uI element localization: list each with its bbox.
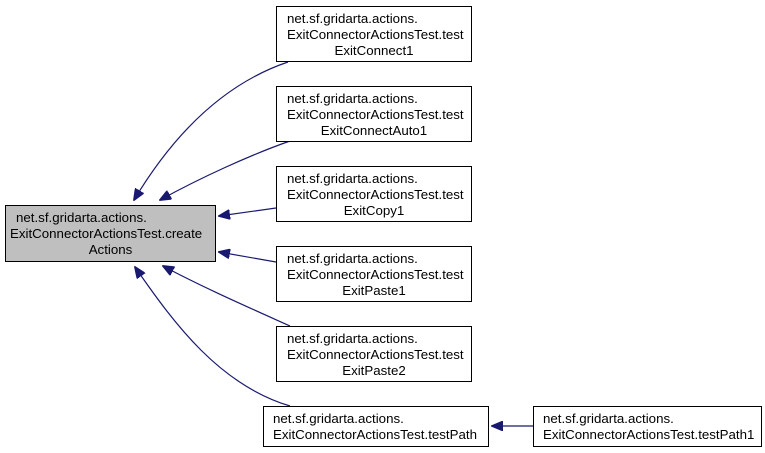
node-line: Actions bbox=[88, 242, 133, 257]
edge-testExitConnectAuto1-to-createActions bbox=[160, 140, 291, 200]
node-createActions: net.sf.gridarta.actions. ExitConnectorAc… bbox=[5, 205, 216, 262]
node-line: net.sf.gridarta.actions. bbox=[16, 210, 147, 225]
node-line: net.sf.gridarta.actions. bbox=[287, 171, 418, 186]
edge-testExitPaste1-to-createActions bbox=[219, 252, 277, 263]
node-line: ExitConnect1 bbox=[334, 43, 414, 58]
node-line: ExitConnectorActionsTest.test bbox=[287, 347, 464, 362]
node-line: net.sf.gridarta.actions. bbox=[543, 411, 674, 426]
edge-testPath-to-createActions bbox=[135, 267, 291, 407]
node-line: net.sf.gridarta.actions. bbox=[287, 251, 418, 266]
node-line: ExitConnectorActionsTest.test bbox=[287, 187, 464, 202]
node-testExitConnectAuto1[interactable]: net.sf.gridarta.actions. ExitConnectorAc… bbox=[276, 86, 472, 142]
node-line: ExitConnectorActionsTest.test bbox=[287, 27, 464, 42]
node-line: net.sf.gridarta.actions. bbox=[273, 411, 404, 426]
node-line: ExitConnectorActionsTest.test bbox=[287, 267, 464, 282]
node-line: ExitCopy1 bbox=[343, 203, 405, 218]
node-line: net.sf.gridarta.actions. bbox=[287, 331, 418, 346]
node-line: ExitPaste2 bbox=[342, 363, 406, 378]
node-testPath1[interactable]: net.sf.gridarta.actions. ExitConnectorAc… bbox=[533, 406, 762, 447]
node-line: net.sf.gridarta.actions. bbox=[287, 91, 418, 106]
node-line: ExitConnectorActionsTest.test bbox=[287, 107, 464, 122]
node-testExitConnect1[interactable]: net.sf.gridarta.actions. ExitConnectorAc… bbox=[276, 6, 472, 62]
edge-testExitPaste2-to-createActions bbox=[163, 266, 291, 327]
edge-testExitConnect1-to-createActions bbox=[134, 61, 289, 200]
node-line: ExitConnectorActionsTest.testPath1 bbox=[543, 427, 755, 442]
node-line: ExitPaste1 bbox=[342, 283, 406, 298]
edge-testExitCopy1-to-createActions bbox=[219, 207, 277, 216]
node-testExitPaste1[interactable]: net.sf.gridarta.actions. ExitConnectorAc… bbox=[276, 246, 472, 302]
node-line: net.sf.gridarta.actions. bbox=[287, 11, 418, 26]
node-testExitPaste2[interactable]: net.sf.gridarta.actions. ExitConnectorAc… bbox=[276, 326, 472, 382]
node-line: ExitConnectorActionsTest.create bbox=[10, 226, 203, 241]
node-line: ExitConnectAuto1 bbox=[320, 123, 428, 138]
node-testExitCopy1[interactable]: net.sf.gridarta.actions. ExitConnectorAc… bbox=[276, 166, 472, 222]
node-line: ExitConnectorActionsTest.testPath bbox=[273, 427, 477, 442]
node-testPath[interactable]: net.sf.gridarta.actions. ExitConnectorAc… bbox=[263, 406, 489, 447]
